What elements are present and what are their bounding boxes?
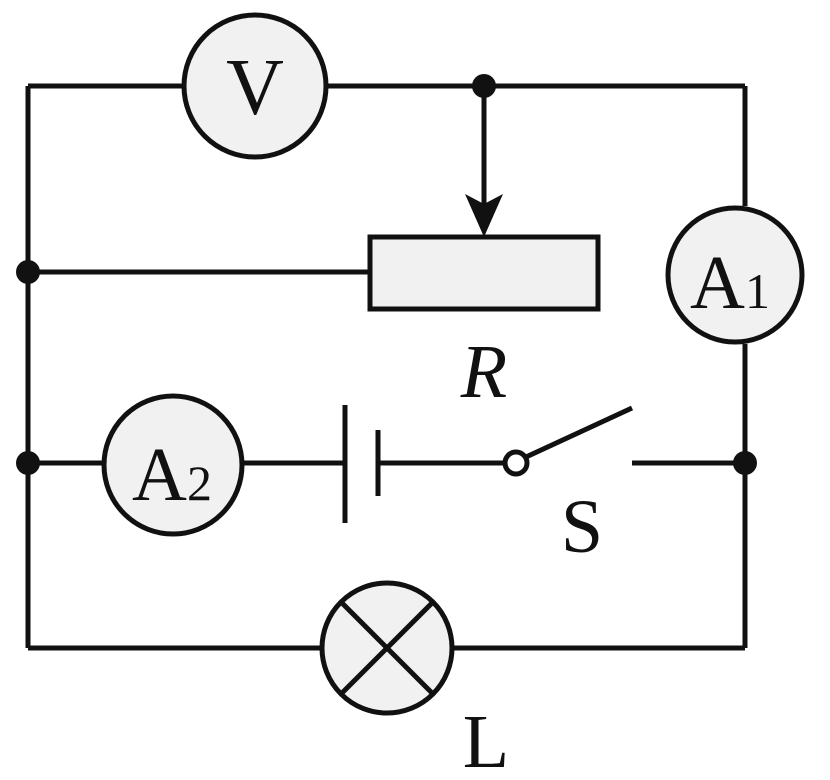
junction-left-upper xyxy=(16,260,40,284)
svg-text:A1: A1 xyxy=(690,241,770,325)
switch-label: S xyxy=(561,485,603,569)
lamp-label: L xyxy=(463,700,509,780)
lamp-cross-b xyxy=(339,600,435,696)
voltmeter: V xyxy=(181,12,329,160)
svg-text:A2: A2 xyxy=(132,433,212,517)
junction-right xyxy=(733,451,757,475)
junction-left-lower xyxy=(16,451,40,475)
ammeter-1-subscript: 1 xyxy=(745,263,770,319)
rheostat: R xyxy=(367,86,601,414)
switch-blade xyxy=(524,405,634,460)
ammeter-1: A1 xyxy=(665,205,805,345)
ammeter-1-circle xyxy=(665,205,805,345)
lamp: L xyxy=(319,580,509,780)
rheostat-label: R xyxy=(460,330,507,414)
ammeter-2-subscript: 2 xyxy=(187,455,212,511)
switch: S xyxy=(502,405,634,569)
wires xyxy=(25,83,748,651)
rheostat-slider-arrow-icon xyxy=(465,194,503,237)
junctions xyxy=(16,74,757,475)
ammeter-2: A2 xyxy=(101,393,245,537)
ammeter-2-label: A xyxy=(132,433,187,517)
ammeter-2-circle xyxy=(101,393,245,537)
voltmeter-label: V xyxy=(226,44,284,132)
battery xyxy=(342,405,381,523)
voltmeter-circle xyxy=(181,12,329,160)
switch-pivot xyxy=(502,449,530,477)
rheostat-body xyxy=(367,234,601,312)
ammeter-1-label: A xyxy=(690,241,745,325)
